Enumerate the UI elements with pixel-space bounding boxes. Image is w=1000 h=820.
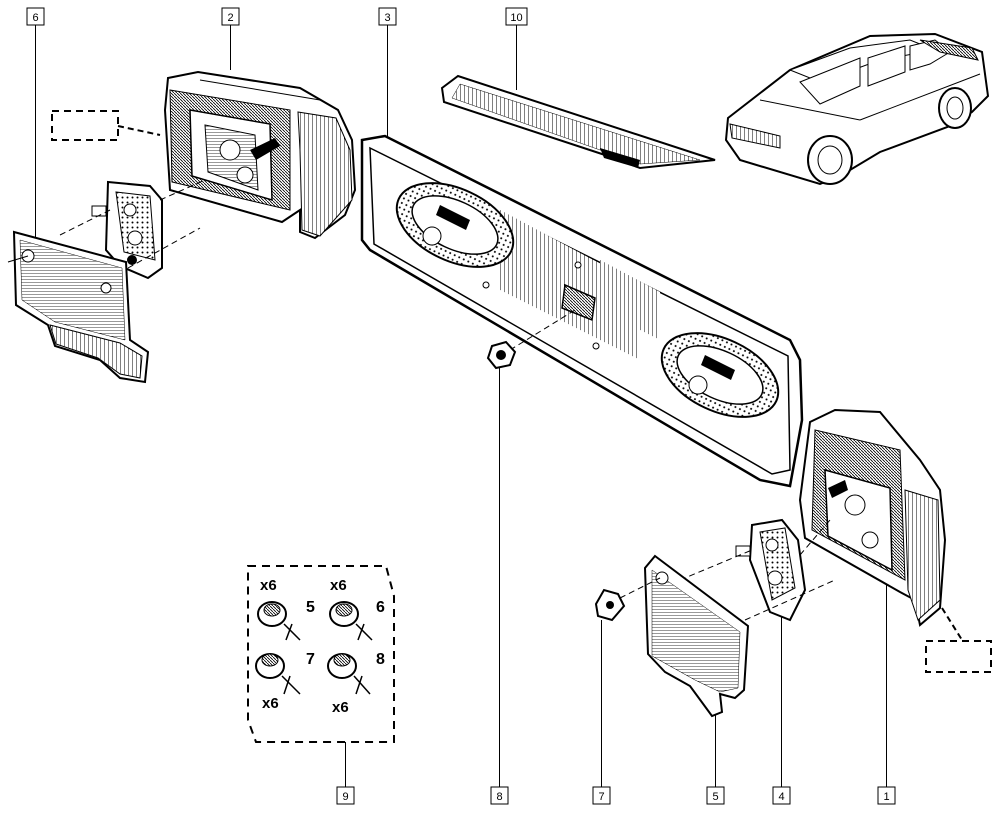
callout-label: 3 (384, 12, 390, 24)
callout-2: 2 (221, 7, 240, 70)
callout-label: 7 (598, 791, 604, 803)
leader-line (159, 179, 206, 201)
callout-7: 7 (592, 620, 611, 805)
callout-label: 10 (510, 12, 522, 24)
leader-line (799, 519, 831, 556)
callout-label: 6 (32, 12, 38, 24)
leader-line (619, 577, 661, 599)
callout-1: 1 (877, 580, 896, 805)
car-illustration (724, 32, 990, 186)
leader-line (509, 309, 576, 351)
quantity-label: x6 (260, 577, 277, 594)
center-panel (360, 134, 804, 488)
left-lens-cover (7, 230, 150, 384)
callout-label: 9 (342, 791, 348, 803)
callout-5: 5 (706, 690, 725, 805)
third-brake-light (440, 74, 716, 170)
callout-label: 8 (496, 791, 502, 803)
callout-label: 1 (883, 791, 889, 803)
bulb-number: 6 (376, 599, 385, 616)
panel-nut (486, 340, 517, 370)
left-bulb-holder (91, 180, 163, 280)
bulb-number: 5 (306, 599, 315, 616)
bulb-number: 8 (376, 651, 385, 668)
callout-label: 2 (227, 12, 233, 24)
right-bulb-holder (735, 518, 807, 622)
right-lamp-housing (798, 408, 947, 627)
callout-6: 6 (26, 7, 45, 248)
leader-line (127, 227, 201, 269)
bulb-number: 7 (306, 651, 315, 668)
bulb-6: 6 (329, 599, 385, 641)
leader-line (679, 549, 753, 581)
callout-label: 4 (778, 791, 784, 803)
bulb-8: 8 (327, 651, 385, 695)
lens-screw (594, 588, 626, 622)
callout-4: 4 (772, 600, 791, 805)
quantity-label: x6 (332, 699, 349, 716)
leader-line (744, 579, 836, 621)
right-lens-cover (643, 554, 750, 718)
reference-box-right (925, 607, 992, 673)
quantity-label: x6 (330, 577, 347, 594)
callout-8: 8 (490, 368, 509, 805)
bulb-7: 7 (255, 651, 315, 695)
callout-9: 9 (336, 742, 355, 805)
reference-box-left (51, 110, 161, 141)
callout-10: 10 (505, 7, 528, 90)
bulb-5: 5 (257, 599, 315, 641)
left-lamp-housing (163, 70, 357, 240)
callout-3: 3 (378, 7, 397, 140)
quantity-label: x6 (262, 695, 279, 712)
bulb-kit: x6 x6 x6 x6 5 6 7 (247, 565, 395, 743)
callout-label: 5 (712, 791, 718, 803)
